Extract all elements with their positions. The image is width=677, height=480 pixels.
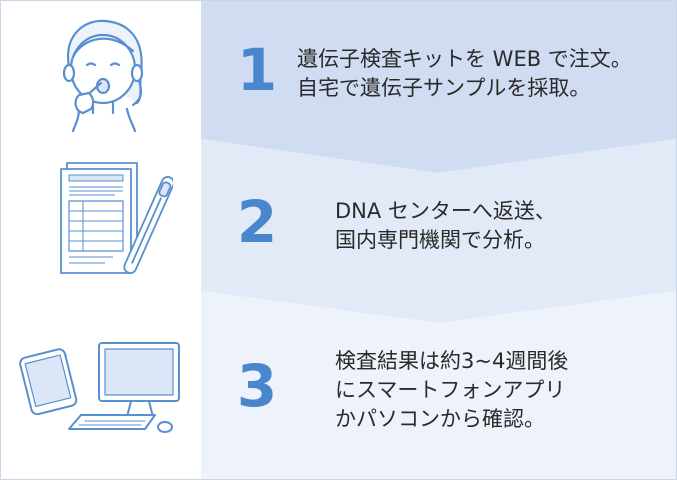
step-number-3: 3 xyxy=(236,352,278,420)
step-3-line-1: 検査結果は約3~4週間後 xyxy=(335,349,569,373)
step-number-2: 2 xyxy=(236,188,278,256)
step-2-line-2: 国内専門機関で分析。 xyxy=(335,228,545,252)
step-band-2 xyxy=(201,139,676,323)
person-collecting-saliva-icon xyxy=(62,19,144,133)
step-band-3 xyxy=(201,291,676,479)
smartphone-and-computer-icon xyxy=(19,342,180,433)
step-1-line-2: 自宅で遺伝子サンプルを採取。 xyxy=(297,76,591,100)
step-text-2: DNA センターへ返送、 国内専門機関で分析。 xyxy=(335,197,556,255)
step-1-line-1: 遺伝子検査キットを WEB で注文。 xyxy=(297,47,632,71)
step-3-line-3: かパソコンから確認。 xyxy=(335,407,545,431)
step-number-1: 1 xyxy=(236,36,278,104)
step-text-3: 検査結果は約3~4週間後 にスマートフォンアプリ かパソコンから確認。 xyxy=(335,347,568,434)
step-band-1 xyxy=(201,1,676,173)
step-text-1: 遺伝子検査キットを WEB で注文。 自宅で遺伝子サンプルを採取。 xyxy=(297,45,632,103)
step-2-line-1: DNA センターへ返送、 xyxy=(335,199,556,223)
document-and-swab-icon xyxy=(60,162,173,274)
step-3-line-2: にスマートフォンアプリ xyxy=(335,378,566,402)
